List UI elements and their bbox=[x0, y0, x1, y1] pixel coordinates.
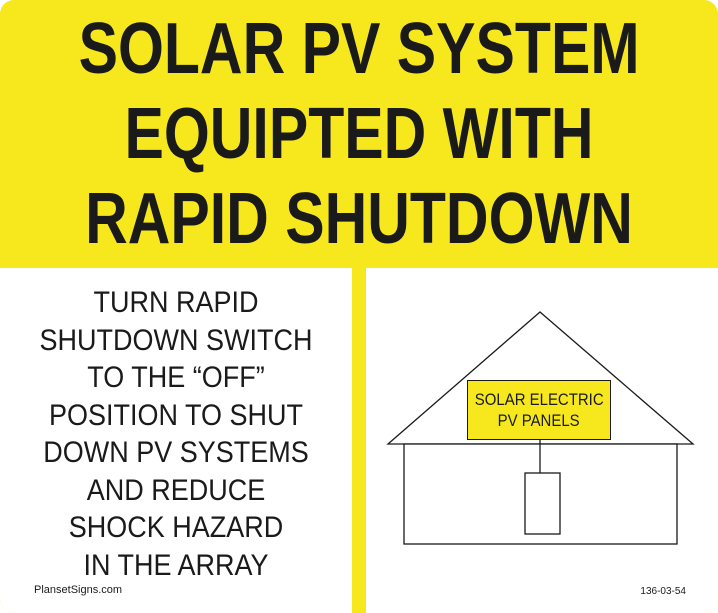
instruction-line-1: TURN RAPID bbox=[93, 286, 259, 319]
instructions-text: TURN RAPID SHUTDOWN SWITCH TO THE “OFF” … bbox=[0, 284, 352, 584]
instruction-line-5: DOWN PV SYSTEMS bbox=[43, 436, 309, 469]
house-diagram bbox=[386, 311, 695, 545]
instruction-line-3: TO THE “OFF” bbox=[87, 361, 265, 394]
sign-header: SOLAR PV SYSTEM EQUIPTED WITH RAPID SHUT… bbox=[0, 0, 718, 268]
instruction-line-7: SHOCK HAZARD bbox=[68, 511, 284, 544]
instruction-line-8: IN THE ARRAY bbox=[83, 548, 269, 582]
instruction-line-6: AND REDUCE bbox=[86, 473, 266, 507]
header-line-1: SOLAR PV SYSTEM bbox=[78, 8, 640, 89]
instruction-line-2: SHUTDOWN SWITCH bbox=[39, 323, 313, 357]
solar-label-line-1: SOLAR ELECTRIC bbox=[474, 390, 604, 409]
instructions-panel: TURN RAPID SHUTDOWN SWITCH TO THE “OFF” … bbox=[0, 268, 352, 613]
solar-panels-label: SOLAR ELECTRIC PV PANELS bbox=[467, 380, 611, 440]
instruction-line-4: POSITION TO SHUT bbox=[48, 398, 304, 432]
shutdown-switch-box bbox=[524, 472, 561, 535]
header-line-2: EQUIPTED WITH bbox=[124, 93, 594, 174]
header-line-3: RAPID SHUTDOWN bbox=[85, 178, 633, 259]
diagram-panel: SOLAR ELECTRIC PV PANELS 136-03-54 bbox=[366, 268, 718, 613]
brand-label: PlansetSigns.com bbox=[34, 584, 123, 596]
solar-label-line-2: PV PANELS bbox=[497, 411, 581, 430]
sign-code-label: 136-03-54 bbox=[640, 586, 686, 597]
